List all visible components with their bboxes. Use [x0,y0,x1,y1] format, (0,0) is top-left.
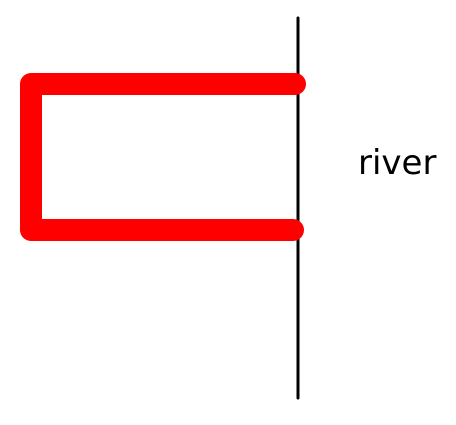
river-label: river [358,143,436,183]
fence-outline [20,73,306,241]
